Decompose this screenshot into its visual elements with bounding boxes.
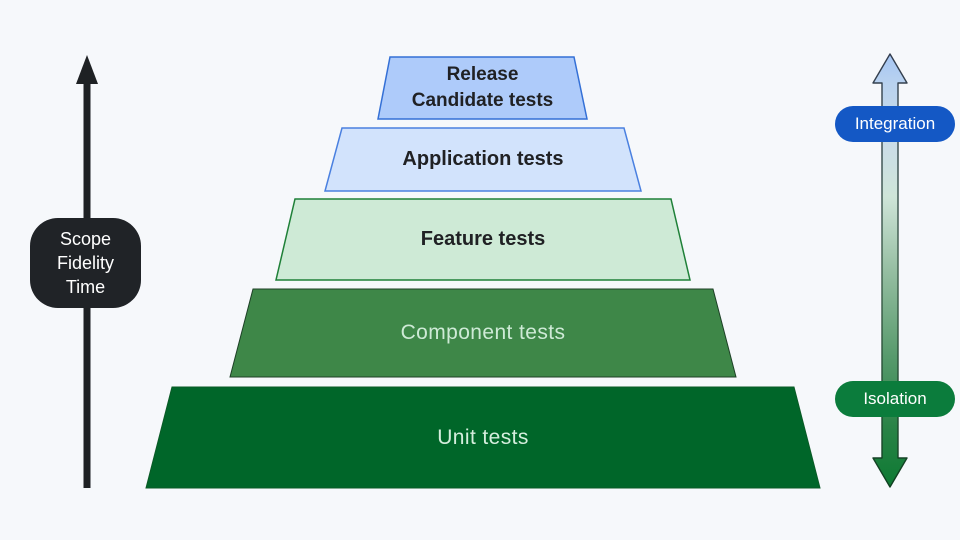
- pyramid-level-unit-tests: [145, 386, 821, 489]
- pyramid-level-application-tests: [324, 127, 642, 192]
- pyramid-level-feature-tests: [275, 198, 691, 281]
- integration-isolation-axis-arrow-icon: [872, 53, 908, 488]
- scope-fidelity-time-pill: [30, 218, 141, 308]
- isolation-pill: [835, 381, 955, 417]
- pyramid-level-component-tests: [229, 288, 737, 378]
- scope-axis-arrowhead: [76, 55, 98, 84]
- integration-pill: [835, 106, 955, 142]
- pyramid-level-release-candidate-tests: [377, 56, 588, 120]
